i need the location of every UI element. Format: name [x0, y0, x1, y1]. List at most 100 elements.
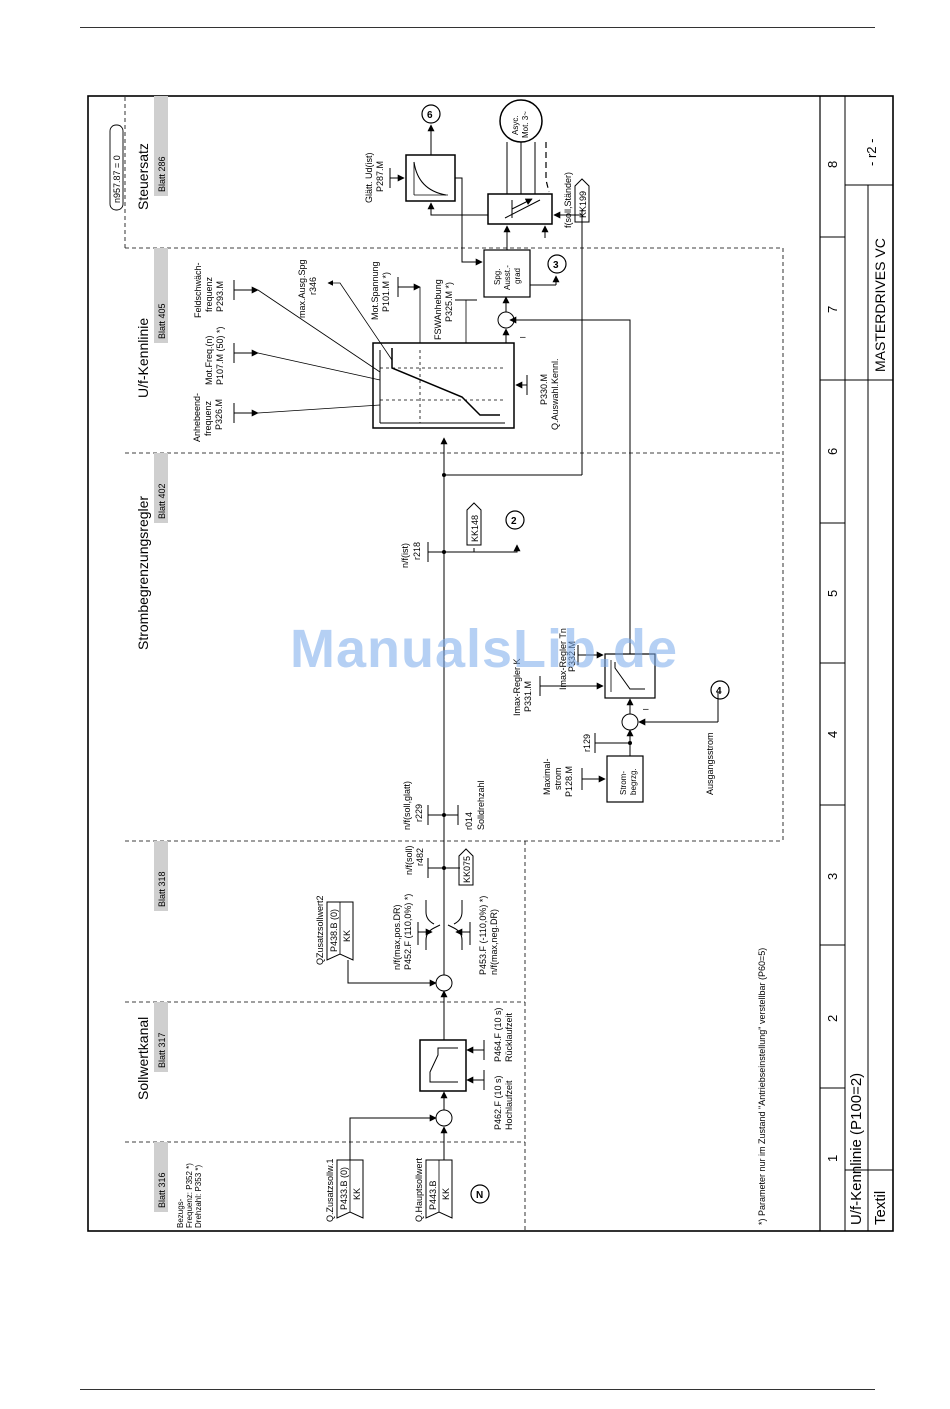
spg-label-3: grad [513, 268, 522, 284]
n957-label: n957.87 = 0 [112, 155, 122, 203]
wire-dc-to-filter [427, 202, 488, 216]
zone-number-8: 8 [825, 161, 840, 168]
imax-regler-box [604, 653, 656, 699]
section-title-sollwertkanal: Sollwertkanal [135, 1017, 151, 1100]
inverter-diag [504, 199, 541, 219]
ramp-symbol [429, 1047, 458, 1083]
section-title-strombegrenzung: Strombegrenzungsregler [135, 496, 151, 650]
n-circle-label: N [476, 1190, 483, 1201]
inverter-box [487, 193, 553, 225]
r218-label: r218 [412, 542, 422, 560]
motsp-label-1: Mot.Spannung [370, 261, 380, 320]
summing-node-2 [435, 974, 453, 992]
ramp-generator [419, 1039, 467, 1092]
zusatz2-label: QZusatzsollwert2 [315, 895, 325, 965]
mot-label-2: P107.M (50) *) [215, 326, 225, 385]
mot-line [257, 352, 381, 381]
top-rule [80, 27, 875, 28]
sheet-subtitle: Textil [872, 1191, 889, 1225]
feld-line [257, 289, 381, 373]
zone-ticks [820, 236, 845, 1089]
limit-pos-param: P452.F (110,0%) *) [403, 894, 413, 970]
wire-zusatz1 [349, 1114, 437, 1160]
anh-label-3: P326.M [214, 399, 224, 430]
max-ausg-line [327, 280, 393, 361]
n957-box [109, 124, 124, 211]
ausw-label-2: Q.Auswahl.Kennl. [550, 358, 560, 430]
inverter-emitter [511, 198, 533, 210]
section-title-steuersatz: Steuersatz [135, 143, 151, 210]
kk075-label: KK075 [462, 856, 472, 883]
section-title-ufkennlinie: U/f-Kennlinie [135, 318, 151, 398]
limiter-lower-2 [453, 900, 463, 925]
connector-3-label: 3 [553, 260, 559, 271]
wire-spg-to-c3 [530, 273, 549, 290]
uf-kennlinie-box [372, 342, 515, 429]
motsp-label-2: P101.M *) [381, 272, 391, 312]
zusatz1-label: Q.Zusatzsollw.1 [325, 1158, 335, 1222]
bezugs-line-3: Drehzahl: P353 *) [194, 1165, 203, 1228]
zone-number-6: 6 [825, 448, 840, 455]
anh-line [257, 404, 381, 414]
section-separators [124, 96, 784, 1231]
zone-number-7: 7 [825, 306, 840, 313]
current-sum-minus: – [643, 704, 649, 715]
limit-neg-label: n/f(max,neg.DR) [489, 909, 499, 975]
diagram-frame [87, 95, 894, 1232]
r014-label: r014 [464, 812, 474, 830]
zusatz2-kk: KK [342, 930, 352, 942]
kk075-flag [458, 848, 474, 886]
nsoll-glatt-label: n/f(soll,glatt) [402, 781, 412, 830]
motor-label-1: Asyc. [511, 115, 520, 135]
limiter-upper [425, 924, 441, 950]
sheet-tab-317: Blatt 317 [157, 1032, 167, 1068]
limit-neg-param: P453.F (-110,0%) *) [478, 896, 488, 975]
zone-number-1: 1 [825, 1155, 840, 1162]
voltage-sum-minus: – [520, 332, 526, 343]
kk148-label: KK148 [470, 515, 480, 542]
sheet-tab-318: Blatt 318 [157, 871, 167, 907]
kk148-flag [466, 502, 482, 546]
zone-number-4: 4 [825, 731, 840, 738]
footnote: *) Parameter nur im Zustand "Antriebsein… [757, 948, 767, 1225]
limit-pos-label: n/f(max,pos.DR) [392, 904, 402, 970]
sheet-tab-402: Blatt 402 [157, 483, 167, 519]
feld-label-1: Feldschwäch- [193, 262, 203, 318]
zone-number-2: 2 [825, 1015, 840, 1022]
fsoll-label: f(soll,Ständer) [563, 172, 573, 228]
sheet-tab-286: Blatt 286 [157, 156, 167, 192]
feld-label-3: P293.M [215, 281, 225, 312]
wire-imax-out [509, 316, 631, 654]
stromgrenze-box [606, 755, 644, 803]
limiter-lower [447, 924, 463, 950]
haupt-kk-flag [425, 1159, 453, 1219]
zusatz1-param: P433.B (0) [339, 1167, 349, 1210]
imax-tn-param: P332.M [567, 641, 577, 672]
zusatz1-kk: KK [352, 1188, 362, 1200]
wire-zusatz2 [347, 960, 437, 987]
freq-tap-dot [442, 473, 446, 477]
zusatz1-kk-flag [336, 1159, 364, 1219]
kk199-flag [574, 178, 590, 223]
ausgangsstrom-label: Ausgangsstrom [705, 732, 715, 795]
connector-2 [505, 510, 525, 530]
imax-tn-label: Imax-Regler Tn [558, 628, 568, 690]
bezugs-line-2: Frequenz: P352 *) [185, 1163, 194, 1228]
connector-4 [710, 680, 730, 700]
connector-6 [421, 104, 441, 124]
sheet-tab-316: Blatt 316 [157, 1172, 167, 1208]
max-ausg-label-2: r346 [308, 277, 318, 295]
ausw-label-1: P330.M [539, 374, 549, 405]
maxstrom-param: P128.M [564, 766, 574, 797]
motor-label-2: Mot. 3~ [521, 111, 530, 138]
glaettung-box [405, 154, 456, 202]
bezugs-line-1: Bezugs- [176, 1198, 185, 1228]
uf-curve [391, 348, 500, 416]
connector-3 [547, 254, 567, 274]
imax-k-label: Imax-Regler K [512, 658, 522, 716]
nist-label: n/f(ist) [400, 543, 410, 568]
summing-node-current [621, 713, 639, 731]
ramp-hoch-label: Hochlaufzeit [504, 1080, 514, 1130]
maxstrom-label-1: Maximal- [542, 758, 552, 795]
